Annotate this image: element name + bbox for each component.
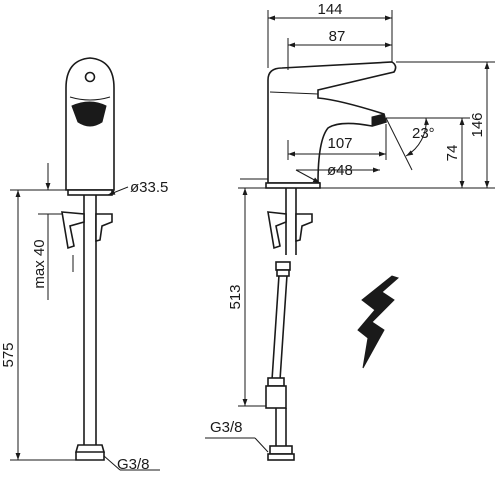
dim-front-thread: G3/8 (117, 456, 150, 473)
dim-side-thread: G3/8 (210, 419, 243, 436)
front-bracket (61, 211, 85, 250)
dim-side-spout-height: 74 (444, 145, 461, 162)
dim-front-diameter: ø33.5 (130, 179, 168, 196)
side-spout-tip (371, 113, 387, 127)
side-base (265, 182, 321, 189)
front-thread-fitting (74, 444, 106, 461)
dim-front-height: 575 (0, 342, 17, 367)
front-cap-rim (69, 96, 111, 101)
front-aerator (71, 101, 107, 127)
side-view: 144 87 146 74 107 23° ø48 513 (205, 1, 495, 461)
dim-side-lever: 87 (329, 28, 346, 45)
dim-side-height: 146 (469, 112, 486, 137)
front-view: 575 max 40 ø33.5 G3/8 (0, 57, 168, 473)
dim-side-width: 144 (317, 1, 342, 18)
dim-side-base-diameter: ø48 (327, 162, 353, 179)
lightning-bolt-icon (357, 275, 399, 369)
dim-side-reach: 107 (327, 135, 352, 152)
dim-front-max: max 40 (31, 239, 48, 288)
front-mounting-tube (83, 195, 97, 445)
side-hose (271, 262, 288, 381)
dim-side-hose: 513 (227, 284, 244, 309)
front-base (67, 189, 113, 196)
side-bracket (267, 211, 287, 250)
side-mounting-tube (285, 188, 297, 255)
front-indicator-button (84, 71, 96, 83)
dim-side-angle: 23° (412, 125, 435, 142)
